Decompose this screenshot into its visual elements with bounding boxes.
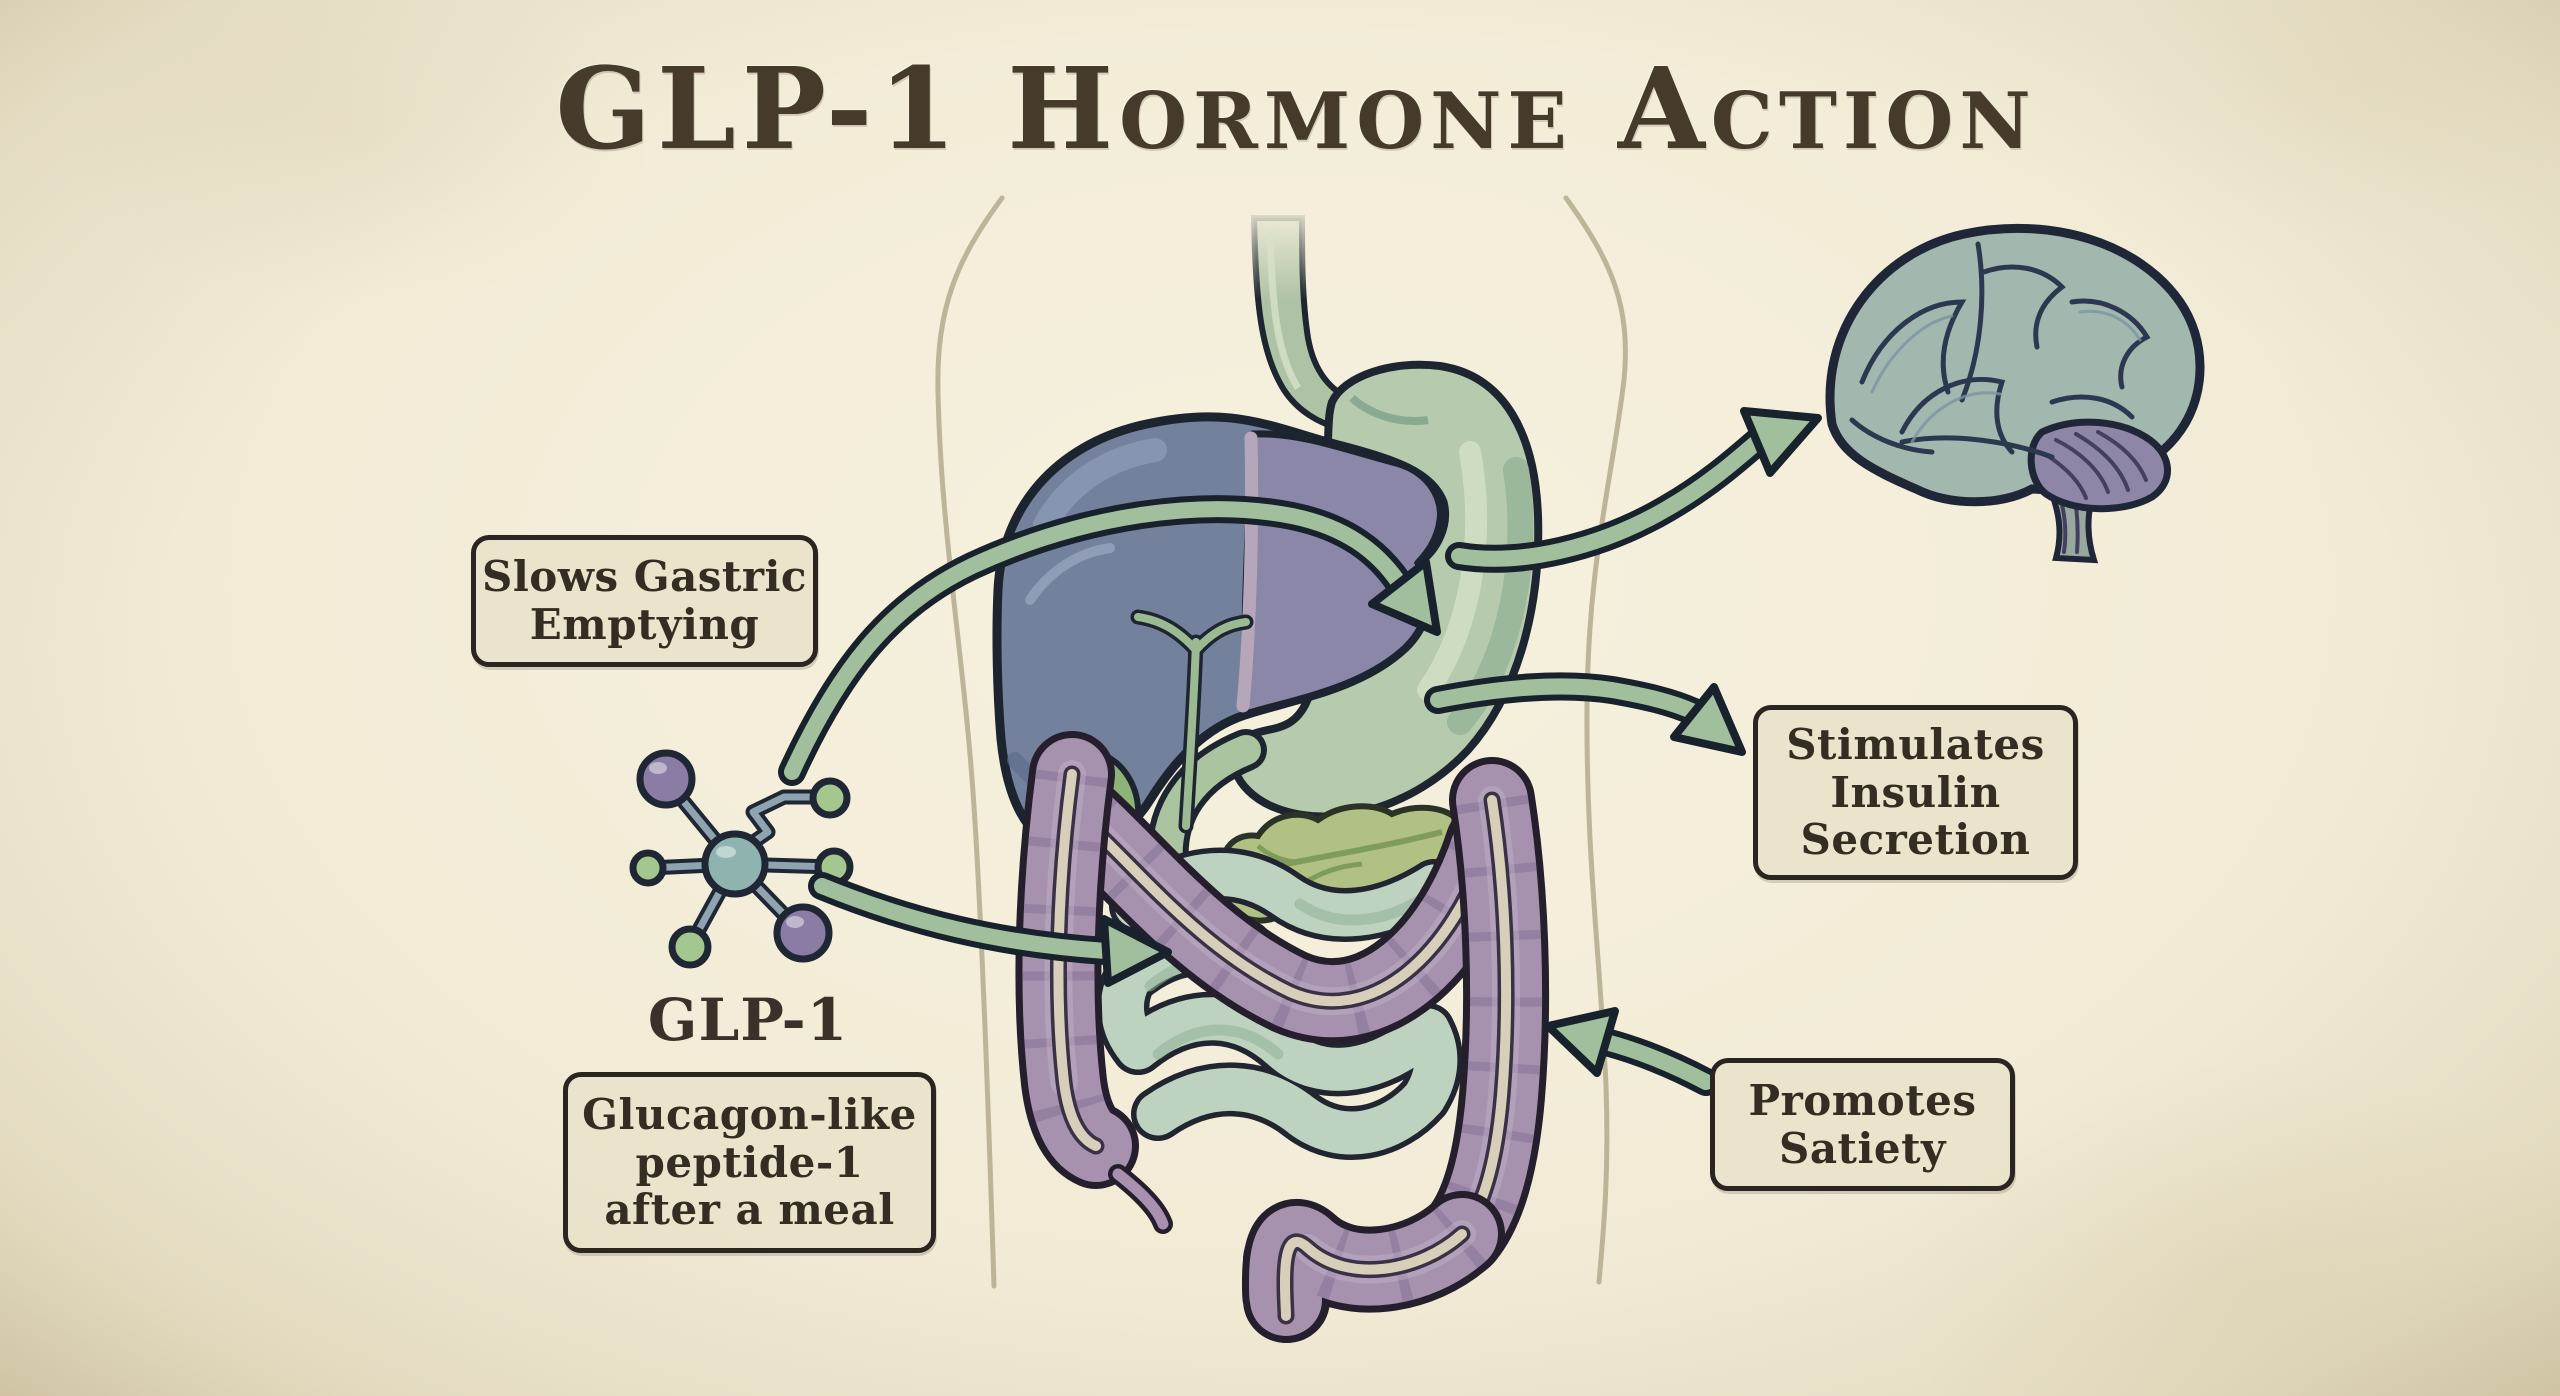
label-glp1-molecule: GLP-1 xyxy=(647,986,849,1054)
large-intestine xyxy=(1015,731,1550,1343)
brain xyxy=(1825,223,2205,564)
label-promotes-satiety: Promotes Satiety xyxy=(1710,1058,2015,1191)
label-slows-gastric-emptying: Slows Gastric Emptying xyxy=(471,535,818,667)
cerebellum xyxy=(2027,418,2171,513)
bile-ducts xyxy=(1130,609,1254,834)
molecule-node-purple xyxy=(636,749,696,809)
molecule-node-center xyxy=(701,830,769,898)
molecule-node-green xyxy=(809,777,851,819)
molecule-node-green xyxy=(629,849,667,887)
arrow-glp1-to-stomach xyxy=(778,495,1441,786)
glp1-molecule xyxy=(629,749,854,969)
molecule-node-purple xyxy=(773,903,833,963)
arrow-glp1-to-intestine xyxy=(808,872,1172,987)
arrow-stomach-to-brain xyxy=(1445,407,1822,573)
arrow-to-insulin-label xyxy=(1424,672,1746,756)
label-glucagon-like-peptide: Glucagon-like peptide-1 after a meal xyxy=(563,1072,936,1253)
body-outline xyxy=(935,195,1628,1289)
page-title: GLP-1 Hormone Action xyxy=(555,44,2037,175)
arrow-satiety-to-colon xyxy=(1544,1007,1720,1096)
molecule-node-green xyxy=(668,925,712,969)
label-stimulates-insulin-secretion: Stimulates Insulin Secretion xyxy=(1753,705,2078,880)
